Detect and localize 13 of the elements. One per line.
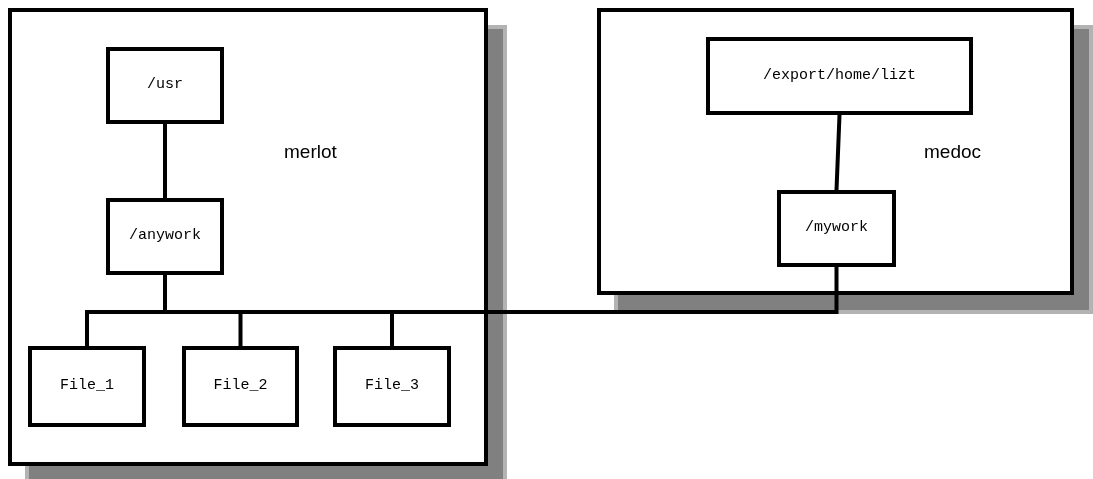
host-box	[8, 8, 488, 466]
connector-line	[834, 113, 842, 192]
directory-box: /mywork	[777, 190, 896, 267]
host-box	[597, 8, 1074, 295]
directory-box: File_2	[182, 346, 299, 427]
directory-box: File_1	[28, 346, 146, 427]
directory-box: File_3	[333, 346, 451, 427]
host-label: medoc	[924, 140, 982, 164]
connector-line	[163, 122, 167, 200]
directory-box: /anywork	[106, 198, 224, 275]
directory-box: /usr	[106, 47, 224, 124]
host-label: merlot	[284, 140, 337, 164]
directory-box: /export/home/lizt	[706, 37, 973, 115]
